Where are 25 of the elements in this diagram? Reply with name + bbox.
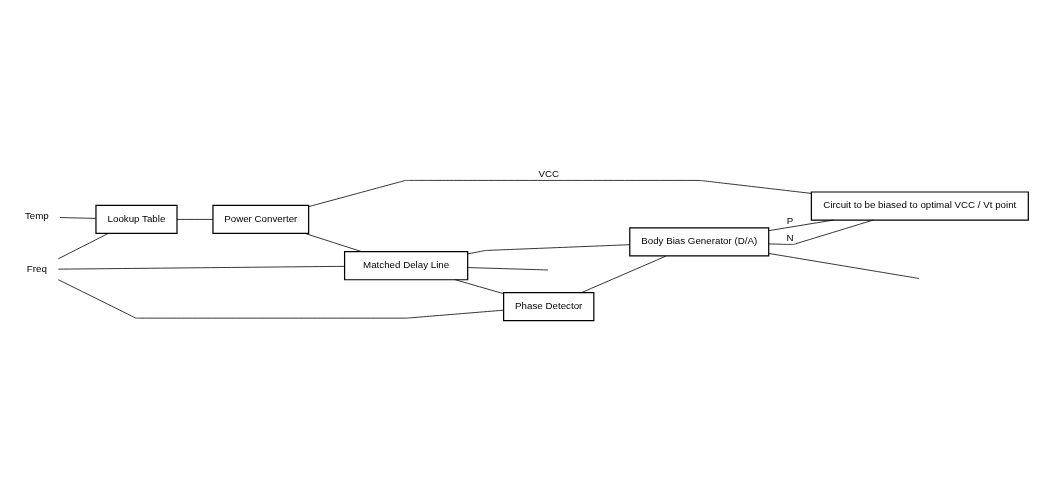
- connector: [467, 267, 549, 271]
- edge-label: N: [786, 232, 794, 244]
- connector: [57, 279, 504, 319]
- connector: [455, 279, 504, 295]
- node-box: Phase Detector: [503, 291, 595, 322]
- node-box: Matched Delay Line: [343, 251, 469, 281]
- node-text: Temp: [24, 210, 49, 222]
- node-box: Power Converter: [212, 204, 310, 235]
- connector: [768, 219, 874, 245]
- connector: [581, 255, 667, 293]
- connector: [768, 253, 920, 279]
- connector: [467, 244, 631, 255]
- connector: [59, 217, 97, 219]
- node-box: Circuit to be biased to optimal VCC / Vt point: [810, 191, 1029, 221]
- connector: [57, 265, 345, 270]
- node-text: Freq: [26, 262, 47, 274]
- connector: [57, 233, 109, 260]
- connector: [304, 233, 363, 253]
- node-box: Body Bias Generator (D/A): [629, 227, 770, 257]
- edge-label: P: [786, 214, 794, 226]
- connector: [308, 180, 812, 207]
- edge-label: VCC: [538, 168, 560, 180]
- node-box: Lookup Table: [95, 204, 178, 235]
- connector: [768, 219, 835, 231]
- connector: [176, 219, 214, 220]
